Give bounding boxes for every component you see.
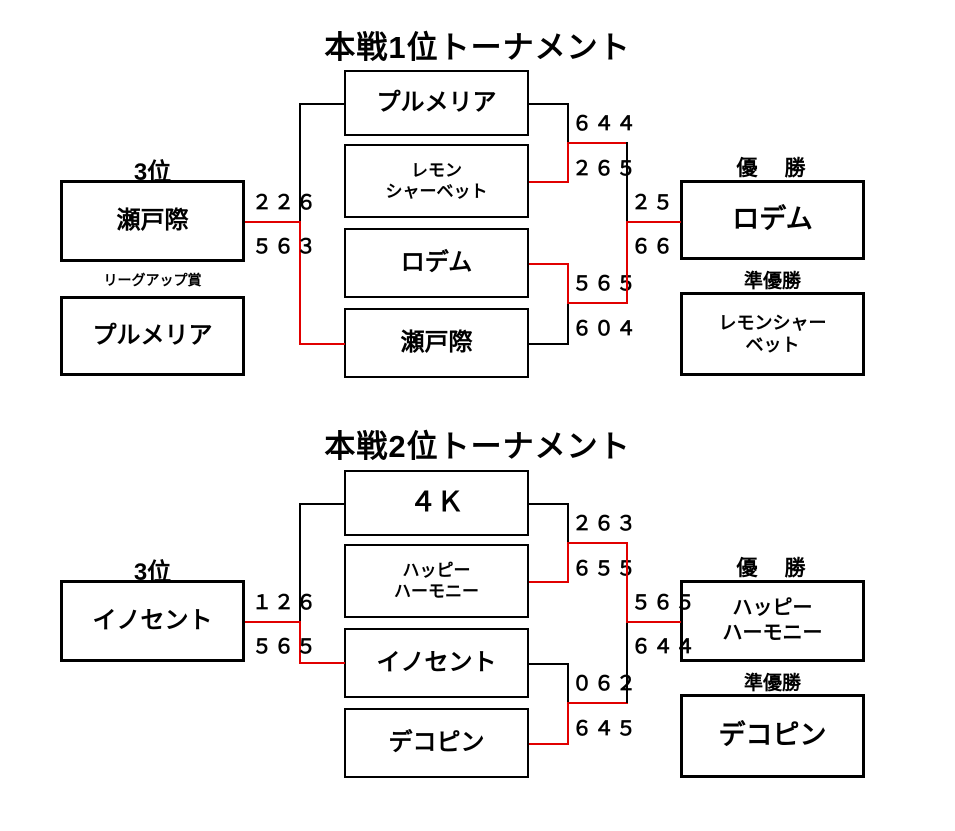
- connector-sf1-out-rank1: [567, 142, 628, 144]
- third-place-score-top-rank1: ２２６: [252, 192, 318, 214]
- runner-up-caption-rank2: 準優勝: [743, 673, 801, 694]
- sf1-score-top-rank1: ６４４: [572, 113, 638, 135]
- connector-left-to-entry1-rank1: [299, 103, 345, 105]
- connector-final-spine-lower-rank2: [626, 621, 628, 703]
- connector-sf2-spine-lower-rank2: [567, 702, 569, 744]
- connector-sf2-from-entry4-rank1: [529, 343, 569, 345]
- sf1-score-top-rank2: ２６３: [572, 513, 638, 535]
- final-score-bottom-rank2: ６４４: [631, 636, 697, 658]
- connector-sf1-spine-lower-rank2: [567, 542, 569, 582]
- third-place-name-rank2: イノセント: [92, 607, 213, 634]
- runner-up-name-rank1-line2: ベット: [745, 335, 800, 355]
- entry-box-rank2-3: イノセント: [344, 628, 529, 698]
- third-place-name-rank1: 瀬戸際: [116, 207, 189, 234]
- runner-up-name-rank2: デコピン: [718, 720, 827, 751]
- entry-box-rank2-1: ４Ｋ: [344, 470, 529, 536]
- champion-caption-rank1: 優 勝: [736, 157, 809, 180]
- connector-final-spine-lower-rank1: [626, 221, 628, 303]
- third-place-box-rank1: 瀬戸際: [60, 180, 245, 262]
- sf2-score-top-rank1: ５６５: [572, 273, 638, 295]
- sf1-score-bottom-rank2: ６５５: [572, 558, 638, 580]
- entry-name-rank1-1: プルメリア: [376, 89, 497, 116]
- champion-name-rank2-line1: ハッピー: [732, 597, 813, 619]
- connector-sf1-from-entry1-rank2: [529, 503, 569, 505]
- bracket-title-rank2: 本戦2位トーナメント: [324, 429, 631, 464]
- connector-sf1-from-entry1-rank1: [529, 103, 569, 105]
- third-place-box-rank2: イノセント: [60, 580, 245, 662]
- entry-name-rank1-4: 瀬戸際: [400, 329, 473, 356]
- connector-sf2-out-rank2: [567, 702, 628, 704]
- connector-sf1-from-entry2-rank2: [529, 581, 569, 583]
- connector-final-out-rank1: [626, 221, 681, 223]
- champion-name-rank2-line2: ハーモニー: [722, 622, 823, 644]
- connector-left-to-entry1-rank2: [299, 503, 345, 505]
- runner-up-caption-rank1: 準優勝: [743, 271, 801, 292]
- bracket-title-rank1: 本戦1位トーナメント: [324, 30, 631, 65]
- connector-final-spine-upper-rank1: [626, 142, 628, 222]
- connector-sf1-out-rank2: [567, 542, 628, 544]
- connector-sf2-spine-upper-rank2: [567, 663, 569, 703]
- connector-thirdplace-out-rank1: [245, 221, 300, 223]
- entry-name-rank2-4: デコピン: [388, 729, 485, 756]
- entry-box-rank2-2: ハッピー ハーモニー: [344, 544, 529, 618]
- final-score-bottom-rank1: ６６: [631, 236, 675, 258]
- connector-sf2-out-rank1: [567, 302, 628, 304]
- entry-box-rank1-2: レモン シャーベット: [344, 144, 529, 218]
- connector-left-spine-lower-rank1: [299, 221, 301, 343]
- connector-sf1-from-entry2-rank1: [529, 181, 569, 183]
- entry-name-rank1-3: ロデム: [400, 249, 473, 276]
- entry-name-rank2-3: イノセント: [376, 649, 497, 676]
- connector-left-spine-upper-rank2: [299, 503, 301, 622]
- champion-caption-rank2: 優 勝: [736, 557, 809, 580]
- special-award-name-rank1: プルメリア: [92, 322, 213, 349]
- connector-sf2-from-entry3-rank2: [529, 663, 569, 665]
- runner-up-name-rank1-line1: レモンシャー: [718, 312, 827, 333]
- sf2-score-bottom-rank1: ６０４: [572, 318, 638, 340]
- entry-name-rank1-2-line1: レモン: [411, 160, 462, 180]
- connector-sf2-spine-upper-rank1: [567, 263, 569, 303]
- third-place-score-top-rank2: １２６: [252, 592, 318, 614]
- special-award-box-rank1: プルメリア: [60, 296, 245, 376]
- sf1-score-bottom-rank1: ２６５: [572, 158, 638, 180]
- connector-sf1-spine-lower-rank1: [567, 142, 569, 182]
- champion-name-rank1: ロデム: [732, 204, 813, 235]
- connector-final-spine-upper-rank2: [626, 542, 628, 622]
- final-score-top-rank2: ５６５: [631, 592, 697, 614]
- champion-box-rank1: ロデム: [680, 180, 865, 260]
- connector-sf1-spine-upper-rank1: [567, 103, 569, 143]
- entry-box-rank1-3: ロデム: [344, 228, 529, 298]
- connector-left-spine-lower-rank2: [299, 621, 301, 663]
- entry-name-rank1-2-line2: シャーベット: [385, 182, 488, 201]
- third-place-score-bottom-rank2: ５６５: [252, 636, 318, 658]
- connector-sf2-from-entry4-rank2: [529, 743, 569, 745]
- entry-name-rank2-2-line2: ハーモニー: [394, 582, 479, 601]
- entry-box-rank1-4: 瀬戸際: [344, 308, 529, 378]
- sf2-score-bottom-rank2: ６４５: [572, 718, 638, 740]
- connector-left-to-entry3-rank2: [299, 662, 345, 664]
- entry-box-rank2-4: デコピン: [344, 708, 529, 778]
- runner-up-box-rank2: デコピン: [680, 694, 865, 778]
- champion-box-rank2: ハッピー ハーモニー: [680, 580, 865, 662]
- final-score-top-rank1: ２５: [631, 192, 675, 214]
- connector-left-to-entry4-rank1: [299, 343, 345, 345]
- entry-name-rank2-2-line1: ハッピー: [402, 560, 471, 580]
- connector-left-spine-upper-rank1: [299, 103, 301, 222]
- connector-final-out-rank2: [626, 621, 681, 623]
- connector-sf2-from-entry3-rank1: [529, 263, 569, 265]
- sf2-score-top-rank2: ０６２: [572, 673, 638, 695]
- connector-sf2-spine-lower-rank1: [567, 302, 569, 344]
- special-award-caption-rank1: リーグアップ賞: [103, 272, 202, 288]
- runner-up-box-rank1: レモンシャー ベット: [680, 292, 865, 376]
- connector-thirdplace-out-rank2: [245, 621, 300, 623]
- entry-name-rank2-1: ４Ｋ: [409, 487, 464, 518]
- connector-sf1-spine-upper-rank2: [567, 503, 569, 543]
- third-place-score-bottom-rank1: ５６３: [252, 236, 318, 258]
- entry-box-rank1-1: プルメリア: [344, 70, 529, 136]
